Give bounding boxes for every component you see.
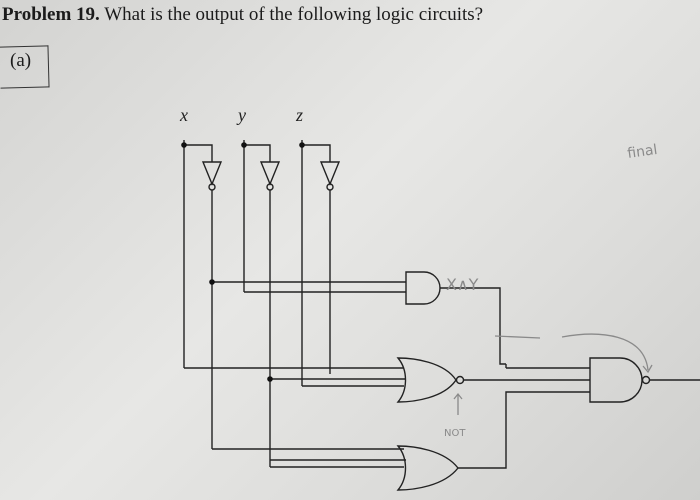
handwritten-note-not: NOT	[444, 428, 466, 439]
problem-question: What is the output of the following logi…	[104, 4, 484, 25]
nor-bubble	[455, 375, 465, 385]
nor-gate	[396, 357, 457, 403]
not-gate-x	[201, 161, 223, 186]
and-gate-1	[405, 271, 441, 305]
input-label-z: z	[295, 105, 303, 125]
or-gate	[396, 445, 459, 491]
input-label-x: x	[179, 105, 188, 125]
junction-dot	[267, 376, 273, 382]
final-nand-gate	[589, 357, 643, 403]
junction-dot	[241, 142, 247, 148]
junction-dot	[299, 142, 305, 148]
wire-and1-out	[440, 287, 506, 365]
final-bubble	[641, 375, 651, 385]
problem-title: Problem 19. What is the output of the fo…	[2, 4, 483, 26]
junction-dot	[209, 279, 215, 285]
not-gate-z	[319, 161, 341, 186]
wire-x-to-not	[184, 144, 213, 162]
handwritten-note-and: X∧Y	[446, 275, 479, 294]
not-gate-y	[259, 161, 281, 186]
wire-y-to-not	[244, 144, 271, 162]
handwritten-note-margin: final	[626, 142, 658, 162]
input-label-y: y	[236, 105, 246, 125]
problem-number: Problem 19.	[2, 4, 100, 25]
wire-or-out	[458, 391, 590, 469]
junction-dot	[181, 142, 187, 148]
handwritten-curve-arrow-icon	[561, 333, 649, 371]
part-label: (a)	[10, 50, 32, 71]
wire-z-to-not	[302, 144, 331, 162]
